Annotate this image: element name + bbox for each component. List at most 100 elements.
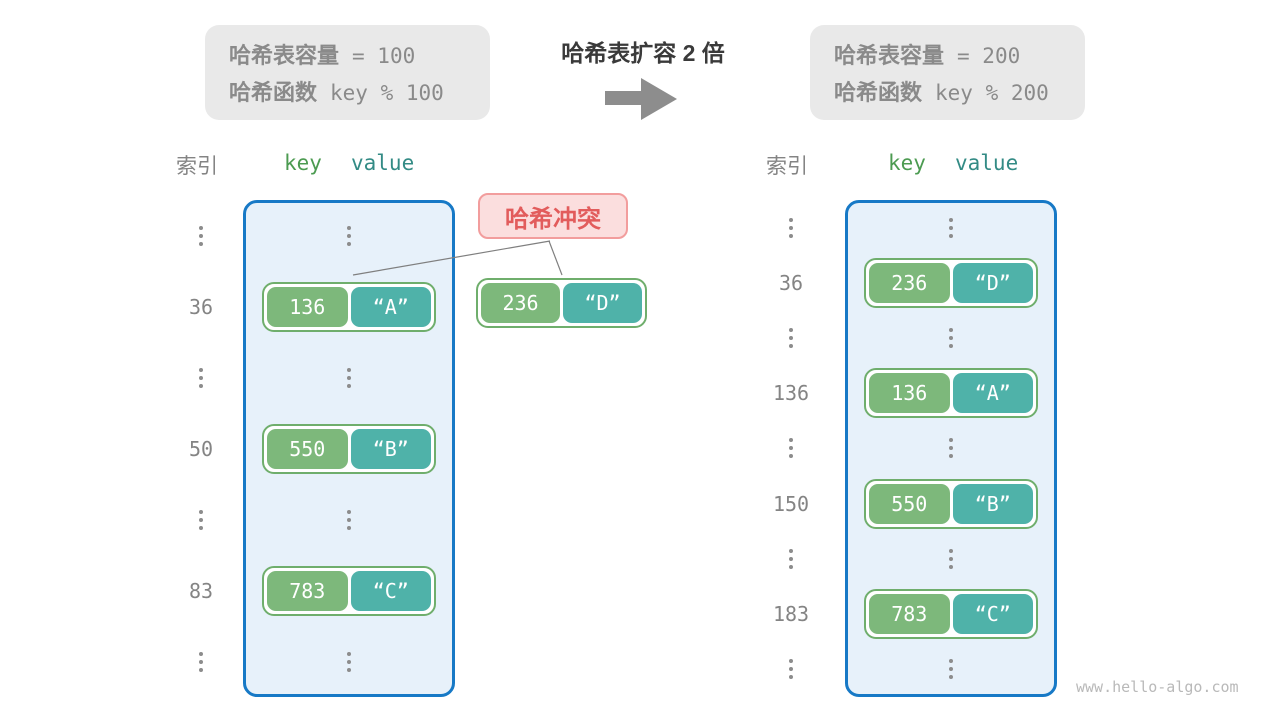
value-cell: “C” <box>952 594 1033 635</box>
ellipsis-dots <box>949 438 953 459</box>
right-header-value: value <box>955 151 1019 175</box>
colliding-value-cell: “D” <box>563 283 642 323</box>
dot <box>949 556 953 561</box>
dot <box>949 344 953 349</box>
left-header-key: key <box>284 151 322 175</box>
index-label: 83 <box>188 578 214 603</box>
dot <box>949 548 953 553</box>
ellipsis-dots <box>199 651 203 672</box>
ellipsis-dots <box>949 217 953 238</box>
dot <box>347 241 351 246</box>
dot <box>949 217 953 222</box>
dot <box>347 233 351 238</box>
dot <box>347 651 351 656</box>
table-row <box>845 200 1057 255</box>
dot <box>949 336 953 341</box>
table-row <box>845 531 1057 586</box>
table-row <box>845 310 1057 365</box>
table-row: 36 <box>170 271 232 342</box>
ellipsis-dots <box>347 651 351 672</box>
ellipsis-dots <box>199 225 203 246</box>
dot <box>789 336 793 341</box>
table-row: 236“D” <box>845 255 1057 310</box>
hash-collision-callout: 哈希冲突 <box>478 193 628 239</box>
table-row <box>170 626 232 697</box>
table-row: 183 <box>758 587 824 642</box>
table-row: 36 <box>758 255 824 310</box>
watermark: www.hello-algo.com <box>1076 678 1239 696</box>
table-row: 83 <box>170 555 232 626</box>
index-label: 183 <box>772 602 810 627</box>
table-row: 550“B” <box>243 413 455 484</box>
dot <box>949 446 953 451</box>
kv-pair: 783“C” <box>262 565 436 616</box>
table-row <box>845 642 1057 697</box>
table-row: 783“C” <box>243 555 455 626</box>
table-row: 136“A” <box>243 271 455 342</box>
hash-function-line: 哈希函数 key % 200 <box>834 75 1085 107</box>
value-cell: “B” <box>952 483 1033 524</box>
dot <box>199 659 203 664</box>
capacity-info-box-after: 哈希表容量 = 200 哈希函数 key % 200 <box>810 25 1085 120</box>
dot <box>789 217 793 222</box>
table-row: 550“B” <box>845 476 1057 531</box>
table-row: 136 <box>758 366 824 421</box>
right-entries-column: 236“D” 136“A” 550“B” 783“C” <box>845 200 1057 697</box>
table-row <box>170 342 232 413</box>
dot <box>347 659 351 664</box>
dot <box>347 367 351 372</box>
ellipsis-dots <box>199 367 203 388</box>
kv-pair: 236“D” <box>864 257 1038 308</box>
dot <box>949 667 953 672</box>
right-block-arrow-icon <box>605 78 677 120</box>
colliding-kv-pair: 236 “D” <box>476 278 647 328</box>
table-row <box>170 484 232 555</box>
value-cell: “B” <box>350 428 431 469</box>
ellipsis-dots <box>347 509 351 530</box>
table-row <box>758 200 824 255</box>
left-header-index: 索引 <box>176 155 218 178</box>
capacity-label: 哈希表容量 <box>229 43 340 68</box>
ellipsis-dots <box>949 548 953 569</box>
value-cell: “A” <box>350 286 431 327</box>
dot <box>789 556 793 561</box>
dot <box>789 438 793 443</box>
hash-function-line: 哈希函数 key % 100 <box>229 75 490 107</box>
ellipsis-dots <box>789 438 793 459</box>
dot <box>949 328 953 333</box>
dot <box>347 383 351 388</box>
value-cell: “C” <box>350 570 431 611</box>
ellipsis-dots <box>199 509 203 530</box>
dot <box>789 344 793 349</box>
capacity-value: = 100 <box>352 44 416 68</box>
right-header-index: 索引 <box>766 155 808 178</box>
dot <box>199 509 203 514</box>
table-row <box>845 421 1057 476</box>
kv-pair: 136“A” <box>262 281 436 332</box>
dot <box>789 328 793 333</box>
key-cell: 783 <box>869 594 950 635</box>
dot <box>199 525 203 530</box>
index-label: 50 <box>188 436 214 461</box>
table-row <box>758 310 824 365</box>
kv-pair: 550“B” <box>262 423 436 474</box>
ellipsis-dots <box>949 659 953 680</box>
table-row <box>758 421 824 476</box>
index-label: 36 <box>778 270 804 295</box>
key-cell: 550 <box>869 483 950 524</box>
dot <box>199 367 203 372</box>
ellipsis-dots <box>789 217 793 238</box>
table-row <box>758 642 824 697</box>
table-row <box>758 531 824 586</box>
kv-pair: 136“A” <box>864 368 1038 419</box>
dot <box>949 438 953 443</box>
dot <box>199 667 203 672</box>
index-label: 36 <box>188 294 214 319</box>
kv-pair: 783“C” <box>864 589 1038 640</box>
dot <box>789 446 793 451</box>
key-cell: 783 <box>267 570 348 611</box>
table-row <box>170 200 232 271</box>
dot <box>789 233 793 238</box>
left-index-column: 36 50 83 <box>170 200 232 697</box>
